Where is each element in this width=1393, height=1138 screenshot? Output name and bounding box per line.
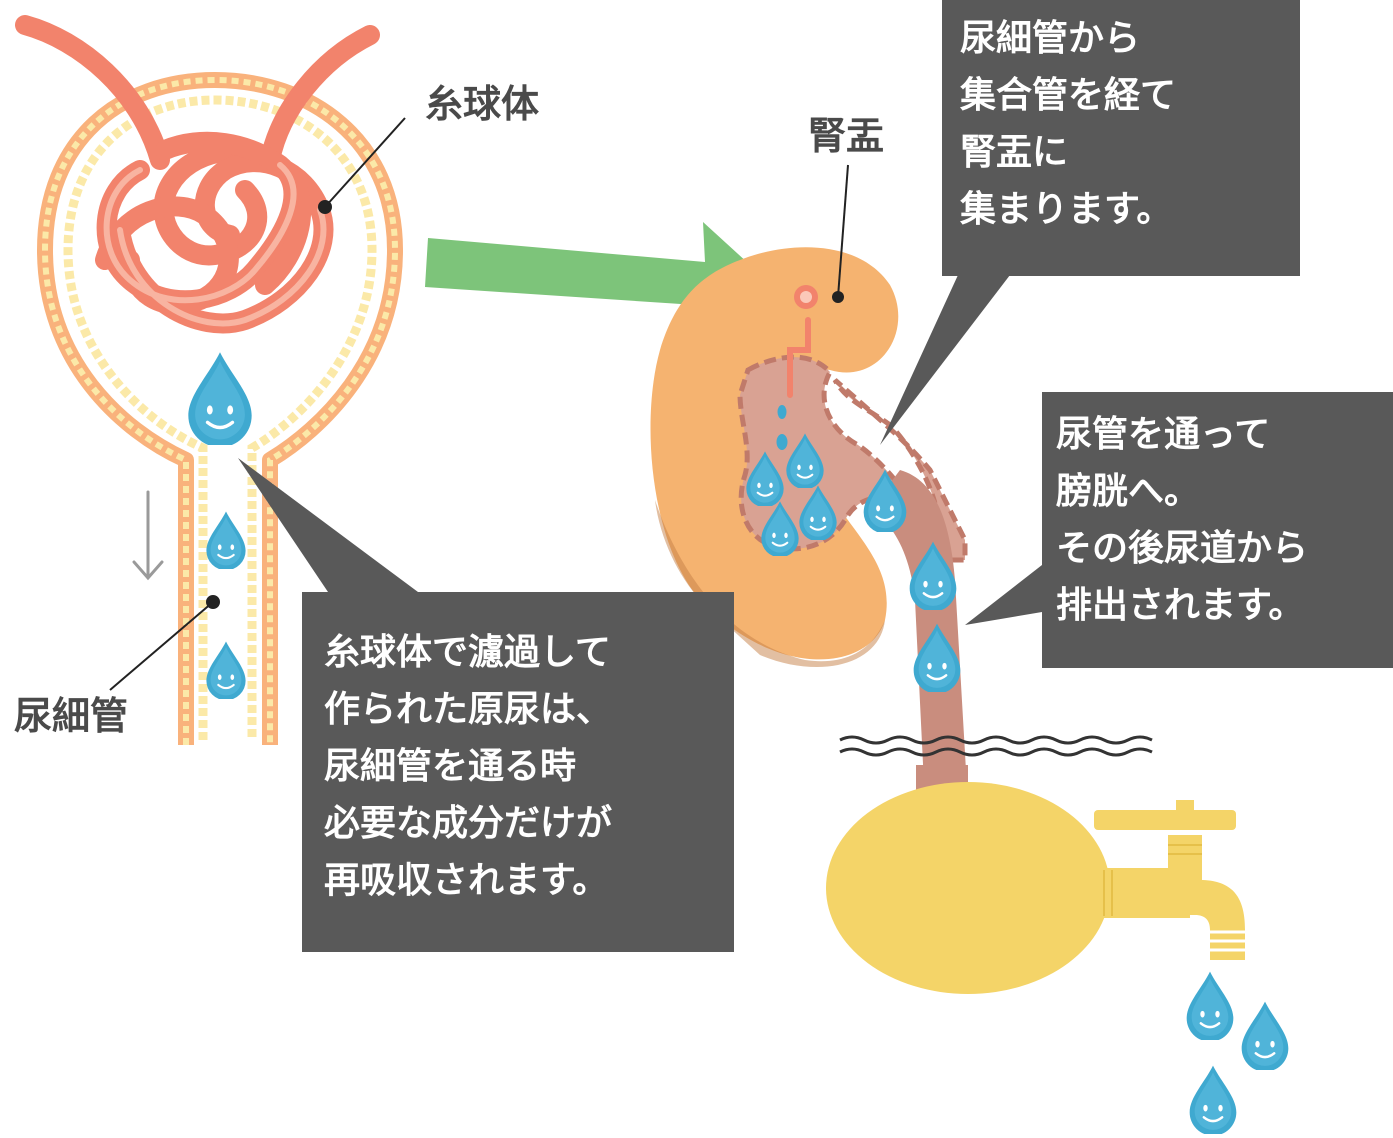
droplet-icon: [1240, 1000, 1290, 1070]
callout-pointer: [965, 565, 1042, 625]
down-arrow-icon: [132, 490, 164, 581]
leader-lines: [109, 117, 406, 691]
callout-line: 集合管を経て: [960, 75, 1177, 116]
bowman-capsule-inner: [41, 76, 399, 745]
droplet-icon: [1188, 1064, 1238, 1134]
callout-line: 尿細管から: [960, 18, 1141, 59]
callout-line: 必要な成分だけが: [324, 803, 613, 844]
callout-line: 排出されます。: [1056, 585, 1305, 626]
callout-line: その後尿道から: [1056, 528, 1309, 569]
bladder: [826, 782, 1110, 994]
droplet-icon: [1185, 970, 1235, 1040]
callout-pointer: [880, 275, 1010, 445]
glomerulus-label: 糸球体: [425, 82, 540, 126]
callout-filtration: 糸球体で濾過して 作られた原尿は、 尿細管を通る時 必要な成分だけが 再吸収され…: [302, 592, 734, 952]
callout-excretion: 尿管を通って 膀胱へ。 その後尿道から 排出されます。: [1042, 392, 1393, 668]
callout-line: 再吸収されます。: [324, 860, 609, 901]
renal-pelvis-label: 腎盂: [808, 114, 885, 158]
callout-line: 腎盂に: [960, 132, 1069, 173]
callout-pointer: [238, 458, 418, 592]
ureter: [870, 470, 968, 805]
callout-line: 作られた原尿は、: [324, 689, 613, 730]
droplet-icon: [186, 350, 254, 445]
droplet-icon: [205, 640, 247, 699]
kidney: [650, 164, 968, 805]
callout-line: 糸球体で濾過して: [324, 632, 611, 673]
callout-line: 尿細管を通る時: [324, 746, 577, 787]
callout-line: 集まります。: [960, 189, 1173, 230]
callout-collection: 尿細管から 集合管を経て 腎盂に 集まります。: [942, 0, 1300, 276]
callout-line: 膀胱へ。: [1056, 471, 1201, 512]
droplet-icon: [205, 510, 247, 569]
break-mark: [839, 735, 1153, 757]
nephron: [15, 15, 406, 745]
callout-line: 尿管を通って: [1056, 414, 1271, 455]
renal-tubule-label: 尿細管: [14, 694, 129, 738]
glomerulus-vessels: [15, 15, 380, 334]
faucet-icon: [1094, 800, 1252, 960]
